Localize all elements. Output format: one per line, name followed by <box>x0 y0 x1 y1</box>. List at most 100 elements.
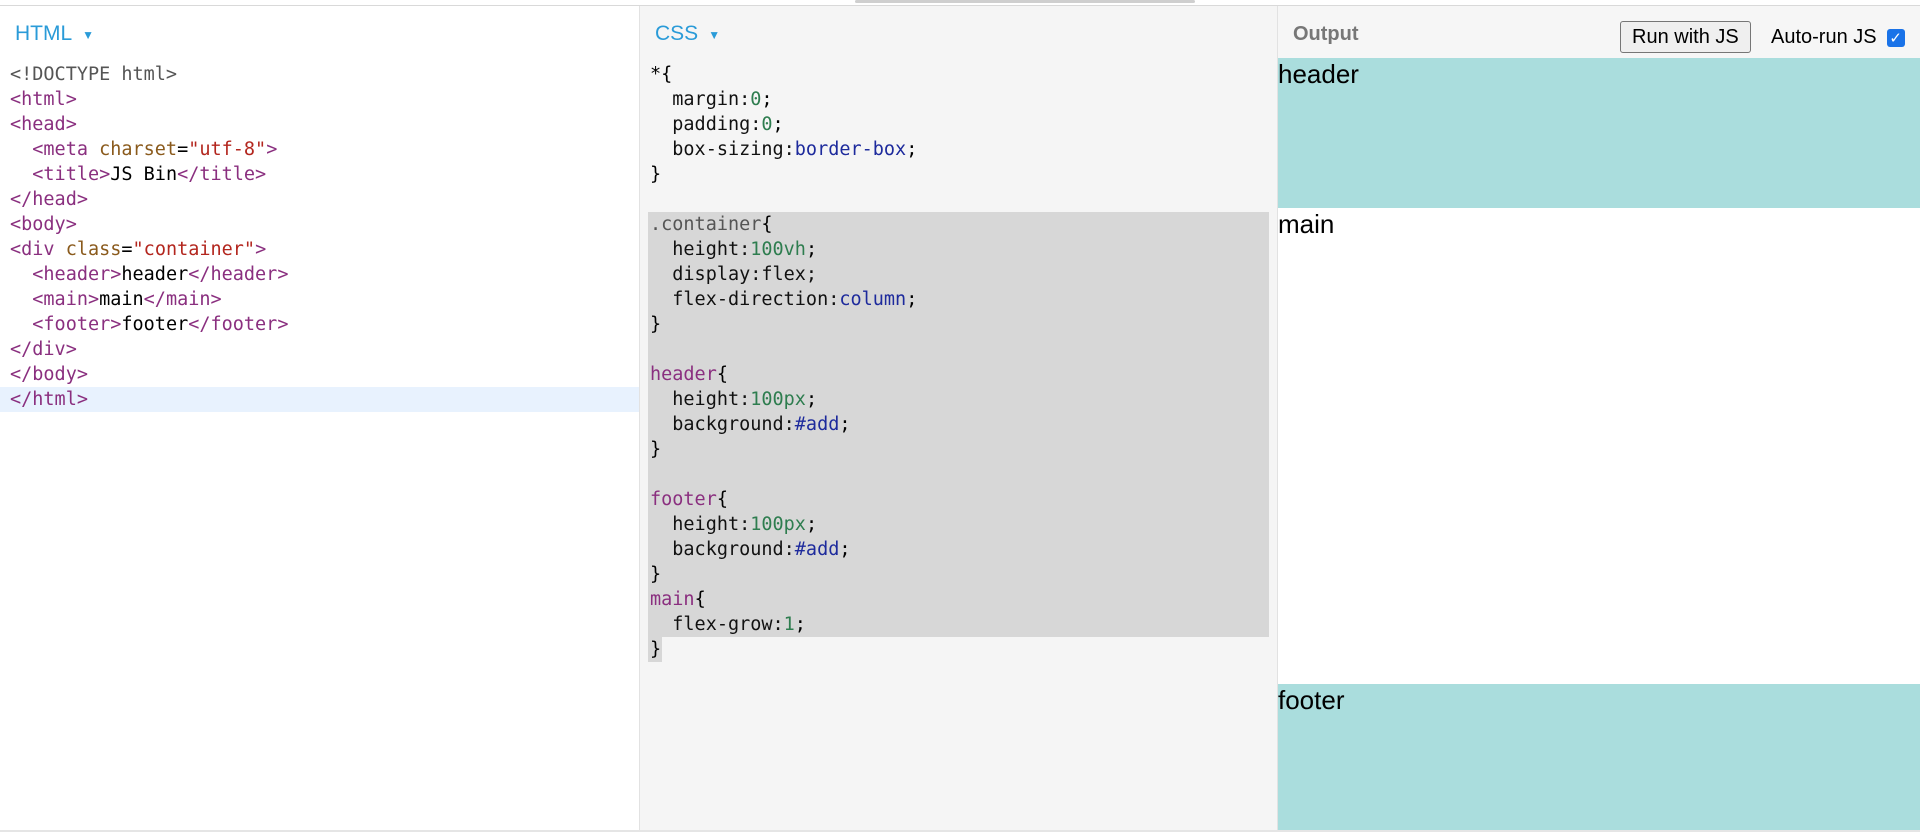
code-text: } <box>640 314 661 335</box>
html-code-line[interactable]: <head> <box>0 112 639 137</box>
code-text: <div class="container"> <box>0 239 266 260</box>
css-code-line[interactable]: } <box>640 637 1277 662</box>
html-code-line[interactable]: </body> <box>0 362 639 387</box>
css-panel-header[interactable]: CSS ▼ <box>640 6 1277 62</box>
css-code-line[interactable] <box>640 462 1277 487</box>
code-token <box>10 314 32 335</box>
code-token: { <box>761 214 773 235</box>
code-text: <body> <box>0 214 77 235</box>
autorun-checkbox[interactable]: ✓ <box>1886 28 1905 47</box>
code-text: height:100px; <box>640 389 817 410</box>
css-code-line[interactable]: flex-grow:1; <box>640 612 1277 637</box>
code-token: display:flex; <box>650 264 818 285</box>
code-token: ; <box>839 539 851 560</box>
code-token: ; <box>906 289 918 310</box>
code-text: <head> <box>0 114 77 135</box>
code-token: </header> <box>188 264 289 285</box>
selection-highlight <box>648 312 1269 337</box>
css-code-line[interactable]: height:100vh; <box>640 237 1277 262</box>
code-text: background:#add; <box>640 539 851 560</box>
code-token: main <box>99 289 144 310</box>
code-token: { <box>716 489 728 510</box>
code-token: <header> <box>32 264 122 285</box>
code-token: 0 <box>750 89 762 110</box>
code-token: margin: <box>650 89 751 110</box>
css-code-line[interactable] <box>640 187 1277 212</box>
code-token: height: <box>650 239 751 260</box>
css-code-line[interactable]: background:#add; <box>640 537 1277 562</box>
html-code-line[interactable]: <div class="container"> <box>0 237 639 262</box>
code-text: main{ <box>640 589 706 610</box>
css-code-line[interactable]: .container{ <box>640 212 1277 237</box>
css-code-line[interactable]: background:#add; <box>640 412 1277 437</box>
code-token: main <box>650 589 695 610</box>
html-code-line[interactable]: <meta charset="utf-8"> <box>0 137 639 162</box>
code-token: header <box>121 264 189 285</box>
chevron-down-icon[interactable]: ▼ <box>708 28 721 42</box>
css-code-line[interactable]: height:100px; <box>640 387 1277 412</box>
chevron-down-icon[interactable]: ▼ <box>82 28 95 42</box>
css-code-line[interactable]: height:100px; <box>640 512 1277 537</box>
html-code-line[interactable]: <!DOCTYPE html> <box>0 62 639 87</box>
code-token: 100vh <box>750 239 806 260</box>
code-token: <div <box>10 239 66 260</box>
css-code-line[interactable]: box-sizing:border-box; <box>640 137 1277 162</box>
css-code-line[interactable]: padding:0; <box>640 112 1277 137</box>
selection-highlight <box>648 212 1269 237</box>
css-code-line[interactable]: } <box>640 562 1277 587</box>
code-token: { <box>694 589 706 610</box>
css-panel: CSS ▼ *{ margin:0; padding:0; box-sizing… <box>640 6 1278 832</box>
code-text: height:100vh; <box>640 239 817 260</box>
preview-header: header <box>1278 58 1920 209</box>
code-token: 100px <box>750 514 806 535</box>
css-code-line[interactable]: *{ <box>640 62 1277 87</box>
html-code-line[interactable]: <main>main</main> <box>0 287 639 312</box>
css-code-line[interactable]: } <box>640 162 1277 187</box>
css-code-line[interactable]: display:flex; <box>640 262 1277 287</box>
css-code-line[interactable]: header{ <box>640 362 1277 387</box>
code-token: <body> <box>10 214 77 235</box>
code-token: </title> <box>177 164 267 185</box>
css-code-line[interactable] <box>640 337 1277 362</box>
run-with-js-button[interactable]: Run with JS <box>1620 21 1751 53</box>
code-token: > <box>255 239 267 260</box>
css-code-editor[interactable]: *{ margin:0; padding:0; box-sizing:borde… <box>640 62 1277 832</box>
html-code-line[interactable]: <header>header</header> <box>0 262 639 287</box>
top-scrollbar[interactable] <box>0 0 1920 6</box>
html-code-line[interactable]: </div> <box>0 337 639 362</box>
html-code-line[interactable]: </head> <box>0 187 639 212</box>
selection-highlight <box>648 637 662 662</box>
css-code-line[interactable]: main{ <box>640 587 1277 612</box>
selection-highlight <box>648 362 1269 387</box>
code-token <box>10 139 32 160</box>
html-code-editor[interactable]: <!DOCTYPE html><html> <head> <meta charse… <box>0 62 639 832</box>
html-code-line[interactable]: <title>JS Bin</title> <box>0 162 639 187</box>
css-code-line[interactable]: } <box>640 312 1277 337</box>
code-text: <html> <box>0 89 77 110</box>
css-code-line[interactable]: margin:0; <box>640 87 1277 112</box>
code-token: box-sizing: <box>650 139 795 160</box>
code-token: ; <box>906 139 918 160</box>
code-token: ; <box>761 89 773 110</box>
css-code-line[interactable]: footer{ <box>640 487 1277 512</box>
html-code-line[interactable]: <html> <box>0 87 639 112</box>
top-scrollbar-thumb[interactable] <box>855 0 1195 3</box>
code-token: background: <box>650 414 795 435</box>
selection-highlight <box>648 587 1269 612</box>
html-code-line[interactable]: <footer>footer</footer> <box>0 312 639 337</box>
html-panel-title[interactable]: HTML <box>15 22 73 45</box>
html-panel-header[interactable]: HTML ▼ <box>0 6 639 62</box>
code-token: ; <box>805 389 818 410</box>
bottom-scrollbar[interactable] <box>0 830 1920 832</box>
html-code-line[interactable]: </html> <box>0 387 639 412</box>
html-code-line[interactable]: <body> <box>0 212 639 237</box>
css-code-line[interactable]: flex-direction:column; <box>640 287 1277 312</box>
autorun-toggle[interactable]: Auto-run JS ✓ <box>1771 26 1905 49</box>
selection-highlight <box>648 287 1269 312</box>
code-token: { <box>716 364 728 385</box>
code-token: 100px <box>750 389 806 410</box>
css-code-line[interactable]: } <box>640 437 1277 462</box>
output-preview: header main footer <box>1278 58 1920 832</box>
code-text: flex-direction:column; <box>640 289 917 310</box>
css-panel-title[interactable]: CSS <box>655 22 699 45</box>
